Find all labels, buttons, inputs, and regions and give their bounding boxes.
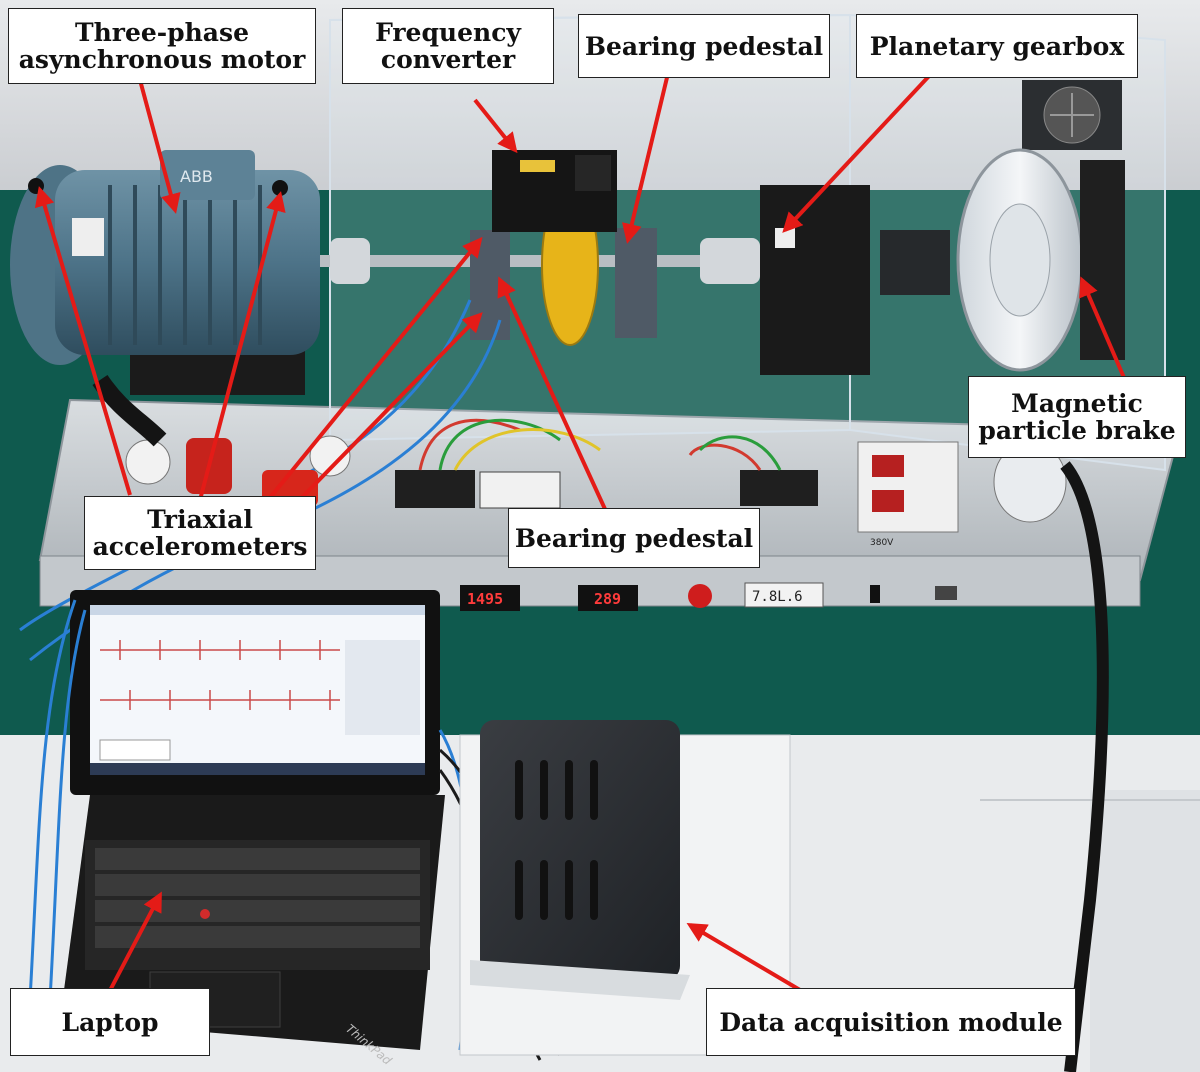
arrow-bearing-top — [622, 64, 672, 244]
terminal-blocks — [395, 470, 818, 509]
label-bearing-top-text: Bearing pedestal — [584, 31, 824, 61]
daq-module — [470, 720, 690, 1000]
arrow-accel-4 — [278, 312, 483, 522]
label-converter-line-2: converter — [380, 45, 516, 74]
label-laptop: Laptop — [10, 988, 210, 1056]
label-accel-line-1: Triaxial — [147, 505, 253, 534]
coupling-left — [330, 238, 370, 284]
label-daq-text: Data acquisition module — [719, 1007, 1063, 1037]
planetary-gearbox — [760, 185, 870, 375]
arrow-gearbox — [782, 73, 932, 233]
counter-readout: 7.8L.6 — [752, 589, 803, 605]
arrow-laptop — [103, 891, 162, 1001]
label-bearing-bottom-text: Bearing pedestal — [514, 523, 754, 553]
counter-display — [744, 582, 824, 608]
pressure-gauge-left — [125, 439, 171, 485]
label-laptop-text: Laptop — [61, 1007, 159, 1037]
arrow-daq — [686, 922, 802, 992]
label-bearing-pedestal-bottom: Bearing pedestal — [508, 508, 760, 568]
arrow-accel-1 — [34, 186, 132, 496]
pressure-gauge-right — [309, 435, 351, 477]
label-bearing-pedestal-top: Bearing pedestal — [578, 14, 830, 78]
voltage-mark: 380V — [870, 538, 894, 548]
arrow-bearing-bottom — [497, 276, 612, 521]
bearing-pedestal-right — [615, 228, 657, 338]
arrow-converter — [473, 98, 518, 154]
speed-display — [460, 585, 520, 611]
frequency-converter — [492, 150, 617, 232]
magnetic-particle-brake — [880, 148, 1125, 372]
speed-readout: 1495 — [467, 590, 503, 608]
emergency-stop — [688, 584, 712, 608]
label-data-acquisition-module: Data acquisition module — [706, 988, 1076, 1056]
label-brake-line-1: Magnetic — [1011, 389, 1143, 418]
label-converter-line-1: Frequency — [375, 18, 521, 47]
label-gearbox-text: Planetary gearbox — [869, 31, 1125, 61]
coupling-right — [700, 238, 760, 284]
power-switch — [870, 585, 880, 603]
label-brake-line-2: particle brake — [978, 416, 1176, 445]
motor-brand-text: ABB — [180, 167, 213, 186]
annotation-arrows — [34, 64, 1127, 1001]
label-planetary-gearbox: Planetary gearbox — [856, 14, 1138, 78]
laptop: ThinkPad — [60, 590, 445, 1068]
label-motor-line-1: Three-phase — [75, 18, 249, 47]
cooling-fan — [1022, 80, 1122, 150]
label-accel-line-2: accelerometers — [92, 532, 308, 561]
motor: ABB — [10, 150, 320, 395]
label-motor-line-2: asynchronous motor — [18, 45, 306, 74]
arrow-motor — [138, 79, 181, 214]
torque-display — [578, 585, 638, 611]
torque-readout: 289 — [594, 590, 621, 608]
arrow-accel-3 — [258, 236, 483, 512]
power-cable — [1060, 461, 1109, 1072]
usb-port — [935, 586, 957, 600]
arrow-accel-2 — [198, 191, 286, 501]
arrow-brake — [1079, 276, 1127, 381]
